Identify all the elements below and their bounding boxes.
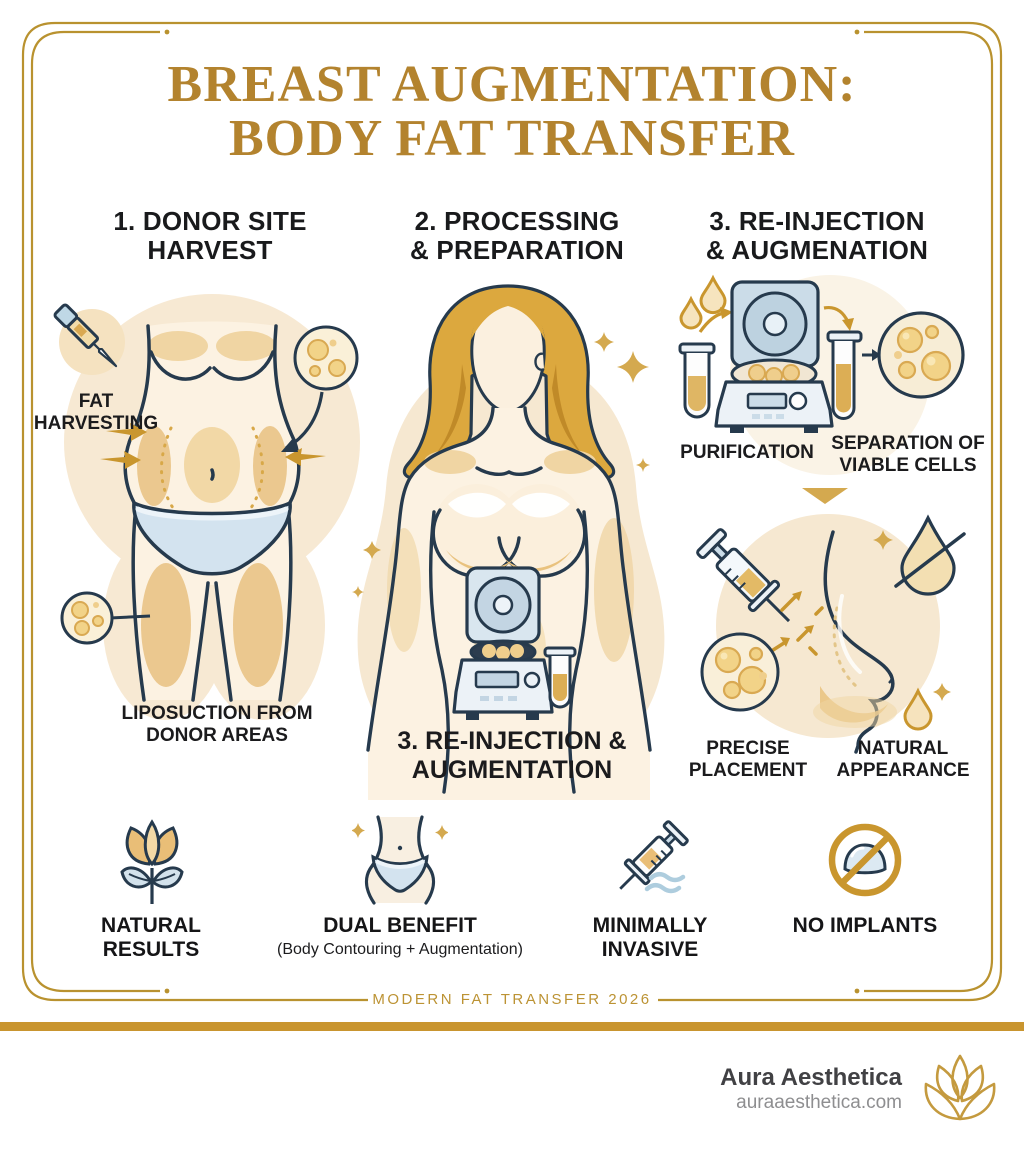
step2-caption: 3. RE-INJECTION & AUGMENTATION — [397, 727, 627, 784]
injection-illustration — [696, 488, 966, 754]
gold-arrows — [768, 591, 824, 656]
benefit-label-no-implants: NO IMPLANTS — [792, 914, 938, 937]
test-tube-icon — [826, 330, 863, 420]
separation-label: SEPARATION OF VIABLE CELLS — [831, 433, 985, 477]
brand-website: auraaesthetica.com — [736, 1092, 902, 1113]
fat-cells-icon — [60, 591, 151, 645]
breast-profile — [823, 530, 895, 754]
fat-cells-icon — [877, 311, 965, 399]
syringe-icon — [696, 528, 791, 623]
cannula-icon — [53, 303, 125, 375]
flower-icon — [120, 819, 184, 904]
benefit-label-natural-results: NATURAL RESULTS — [101, 914, 201, 962]
no-droplet-icon — [894, 514, 966, 596]
benefit-sublabel-dual-benefit: (Body Contouring + Augmentation) — [277, 941, 523, 958]
benefit-label-minimally-invasive: MINIMALLY INVASIVE — [592, 914, 708, 962]
appearance-label: NATURAL APPEARANCE — [836, 738, 970, 782]
step2-heading: 2. PROCESSING & PREPARATION — [410, 206, 624, 266]
fat-cells-icon — [700, 632, 780, 712]
fat-harvesting-label: FAT HARVESTING — [33, 391, 159, 435]
test-tube-icon — [543, 646, 577, 709]
lotus-icon — [924, 1054, 996, 1121]
page-title-line2: BODY FAT TRANSFER — [229, 110, 795, 168]
syringe-icon — [619, 820, 689, 894]
test-tube-icon — [678, 342, 716, 419]
droplet-icon — [679, 274, 727, 330]
underwear — [132, 501, 292, 576]
page-title-line1: BREAST AUGMENTATION: — [167, 56, 857, 113]
droplet-icon — [903, 687, 933, 731]
fat-cells-icon — [293, 325, 359, 391]
benefit-label-dual-benefit: DUAL BENEFIT — [323, 914, 477, 937]
gold-arrows — [100, 423, 326, 469]
down-triangle-icon — [802, 488, 848, 504]
waist-icon — [352, 815, 448, 905]
page-title: BREAST AUGMENTATION: BODY FAT TRANSFER — [0, 56, 1024, 168]
footer-banner: MODERN FAT TRANSFER 2026 — [372, 991, 652, 1008]
no-implants-icon — [828, 823, 902, 897]
step3-heading: 3. RE-INJECTION & AUGMENATION — [705, 206, 929, 266]
sparkle-icon — [873, 530, 951, 701]
placement-label: PRECISE PLACEMENT — [688, 738, 808, 782]
sparkle-icon — [352, 823, 448, 840]
gold-divider-bar — [0, 1022, 1024, 1031]
processing-illustration — [352, 284, 665, 800]
purification-label: PURIFICATION — [680, 442, 814, 463]
donor-site-illustration — [53, 294, 360, 720]
brand-name: Aura Aesthetica — [720, 1064, 902, 1091]
sparkle-icon — [352, 332, 650, 598]
purification-illustration — [678, 274, 965, 475]
centrifuge-icon — [452, 566, 554, 720]
liposuction-caption: LIPOSUCTION FROM DONOR AREAS — [121, 703, 313, 747]
centrifuge-icon — [714, 280, 834, 433]
gold-frame-decoration — [21, 21, 1003, 1002]
step1-heading: 1. DONOR SITE HARVEST — [113, 206, 307, 266]
